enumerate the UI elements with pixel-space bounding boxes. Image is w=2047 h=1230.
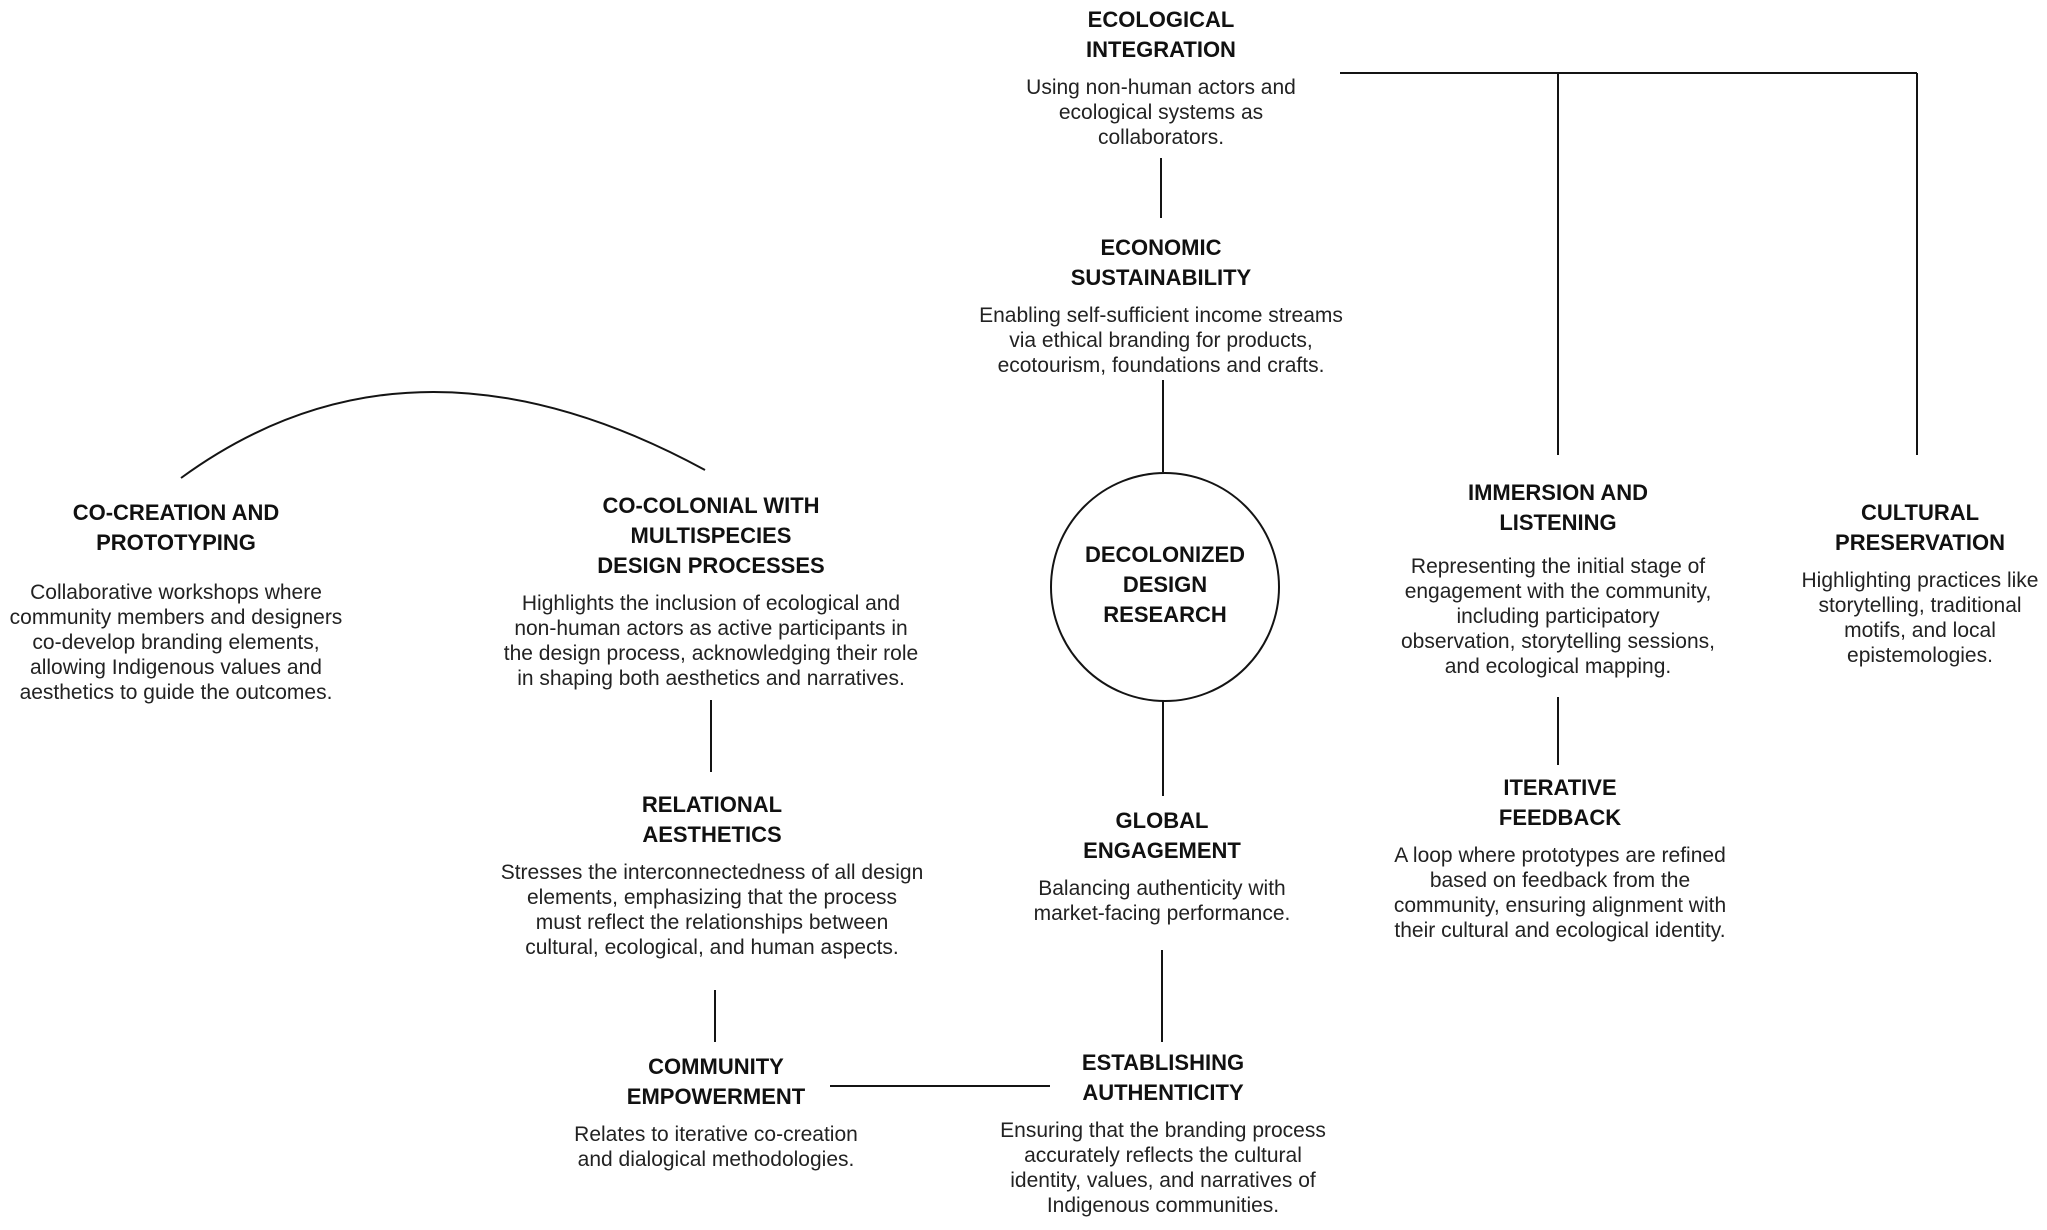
node-title: CO-CREATION AND PROTOTYPING	[72, 500, 280, 555]
node-title: IMMERSION AND LISTENING	[1467, 480, 1649, 535]
node-description: A loop where prototypes are refined base…	[1393, 844, 1727, 942]
node-title: COMMUNITY EMPOWERMENT	[626, 1054, 806, 1109]
node-cultural-preservation: CULTURAL PRESERVATION Highlighting pract…	[1780, 498, 2047, 668]
node-title: ECONOMIC SUSTAINABILITY	[1070, 235, 1252, 290]
node-description: Enabling self-sufficient income streams …	[979, 304, 1343, 377]
node-co-creation-and-prototyping: CO-CREATION AND PROTOTYPING Collaborativ…	[0, 498, 366, 705]
node-co-colonial-with-multispecies-design-processes: CO-COLONIAL WITH MULTISPECIES DESIGN PRO…	[476, 491, 946, 691]
node-title: ESTABLISHING AUTHENTICITY	[1081, 1050, 1245, 1105]
node-immersion-and-listening: IMMERSION AND LISTENING Representing the…	[1378, 478, 1738, 679]
node-title: GLOBAL ENGAGEMENT	[1083, 808, 1241, 863]
node-title: CULTURAL PRESERVATION	[1835, 500, 2005, 555]
node-description: Collaborative workshops where community …	[9, 581, 343, 704]
node-title: ECOLOGICAL INTEGRATION	[1086, 7, 1236, 62]
node-description: Representing the initial stage of engage…	[1401, 555, 1715, 678]
node-description: Highlighting practices like storytelling…	[1801, 569, 2039, 667]
node-global-engagement: GLOBAL ENGAGEMENT Balancing authenticity…	[1007, 806, 1317, 926]
node-description: Highlights the inclusion of ecological a…	[503, 592, 919, 690]
node-iterative-feedback: ITERATIVE FEEDBACK A loop where prototyp…	[1370, 773, 1750, 943]
node-establishing-authenticity: ESTABLISHING AUTHENTICITY Ensuring that …	[973, 1048, 1353, 1218]
node-description: Ensuring that the branding process accur…	[1000, 1119, 1326, 1217]
central-circle	[1050, 472, 1280, 702]
node-relational-aesthetics: RELATIONAL AESTHETICS Stresses the inter…	[477, 790, 947, 960]
node-description: Stresses the interconnectedness of all d…	[500, 861, 924, 959]
node-economic-sustainability: ECONOMIC SUSTAINABILITY Enabling self-su…	[951, 233, 1371, 378]
node-description: Balancing authenticity with market-facin…	[1033, 877, 1291, 925]
node-title: ITERATIVE FEEDBACK	[1498, 775, 1622, 830]
node-description: Relates to iterative co-creation and dia…	[574, 1123, 858, 1171]
node-community-empowerment: COMMUNITY EMPOWERMENT Relates to iterati…	[546, 1052, 886, 1172]
central-node-decolonized-design-research: DECOLONIZED DESIGN RESEARCH	[1084, 542, 1246, 627]
node-title: RELATIONAL AESTHETICS	[641, 792, 783, 847]
node-ecological-integration: ECOLOGICAL INTEGRATION Using non-human a…	[991, 5, 1331, 150]
node-title: CO-COLONIAL WITH MULTISPECIES DESIGN PRO…	[597, 493, 825, 578]
node-description: Using non-human actors and ecological sy…	[1026, 76, 1296, 149]
connector-cocreation-cocolonial-arc	[180, 390, 706, 479]
